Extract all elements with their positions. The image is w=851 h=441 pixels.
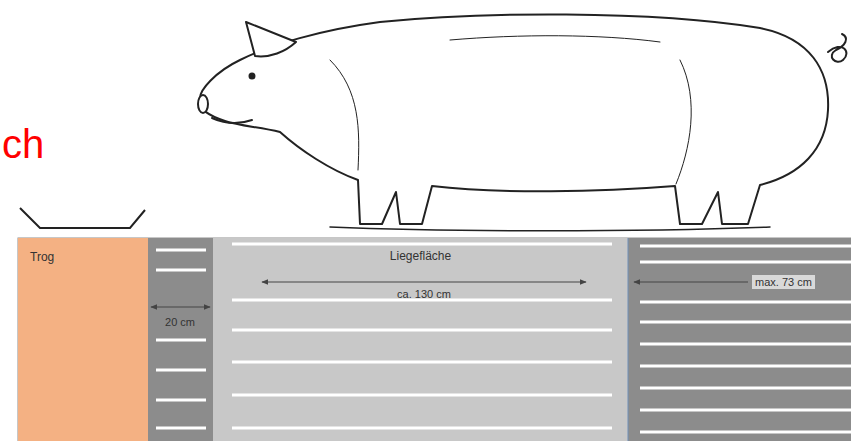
heading-fragment: ch — [2, 122, 44, 167]
floor-plan — [18, 238, 851, 441]
dimension-label: 20 cm — [165, 316, 195, 328]
area-label: Trog — [30, 250, 54, 264]
dimension-arrow — [262, 282, 586, 283]
pig-drawing — [198, 14, 846, 230]
slat-lines — [156, 244, 851, 432]
trough-symbol — [20, 208, 145, 228]
dimension-label: ca. 130 cm — [397, 288, 451, 300]
lying-area: Liegefläche — [213, 238, 628, 441]
dimension-label: max. 73 cm — [752, 275, 815, 289]
dimension-arrow — [151, 307, 210, 308]
trough-area: Trog — [18, 238, 148, 441]
dimension-arrow — [634, 282, 748, 283]
area-label: Liegefläche — [390, 249, 451, 263]
